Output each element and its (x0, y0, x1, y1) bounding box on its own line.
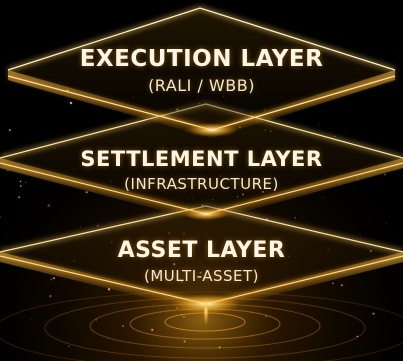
top-flare (186, 123, 238, 137)
particle (47, 204, 50, 207)
particle (340, 284, 343, 287)
particle (8, 129, 11, 132)
particle (30, 318, 32, 320)
execution-layer-title: EXECUTION LAYER (79, 46, 324, 72)
particle (182, 315, 185, 318)
particle (49, 294, 52, 298)
particle (356, 335, 359, 338)
particle (294, 217, 296, 219)
particle (18, 196, 21, 199)
particle (265, 315, 267, 317)
settlement-layer-title: SETTLEMENT LAYER (80, 147, 323, 171)
particle (19, 185, 22, 187)
particle (4, 153, 6, 155)
particle (25, 181, 27, 184)
particle (95, 319, 98, 321)
particle (85, 191, 88, 194)
particle (372, 312, 375, 315)
particle (318, 124, 320, 127)
particle (50, 278, 53, 281)
particle (180, 313, 183, 316)
asset-layer-title: ASSET LAYER (117, 238, 286, 263)
particle (386, 223, 388, 225)
particle (67, 99, 69, 101)
particle (79, 226, 82, 228)
particle (107, 338, 108, 340)
execution-layer-subtitle: (RALI / WBB) (148, 76, 255, 95)
asset-layer-subtitle: (MULTI-ASSET) (143, 267, 260, 285)
settlement-layer-subtitle: (INFRASTRUCTURE) (124, 175, 279, 193)
particle (332, 282, 334, 285)
particle (151, 328, 154, 331)
particle (183, 340, 186, 343)
particle (53, 277, 55, 280)
particle (67, 345, 70, 348)
particle (107, 288, 111, 291)
particle (122, 325, 125, 327)
particle (96, 224, 99, 227)
light-beam (203, 296, 209, 326)
middle-flare (184, 208, 228, 220)
particle (359, 237, 361, 239)
particle (218, 346, 221, 349)
particle (69, 101, 73, 105)
execution-layer-plate (7, 6, 396, 138)
particle (19, 180, 22, 183)
particle (323, 196, 324, 198)
particle (333, 135, 336, 138)
particle (384, 173, 386, 176)
particle (0, 215, 1, 218)
